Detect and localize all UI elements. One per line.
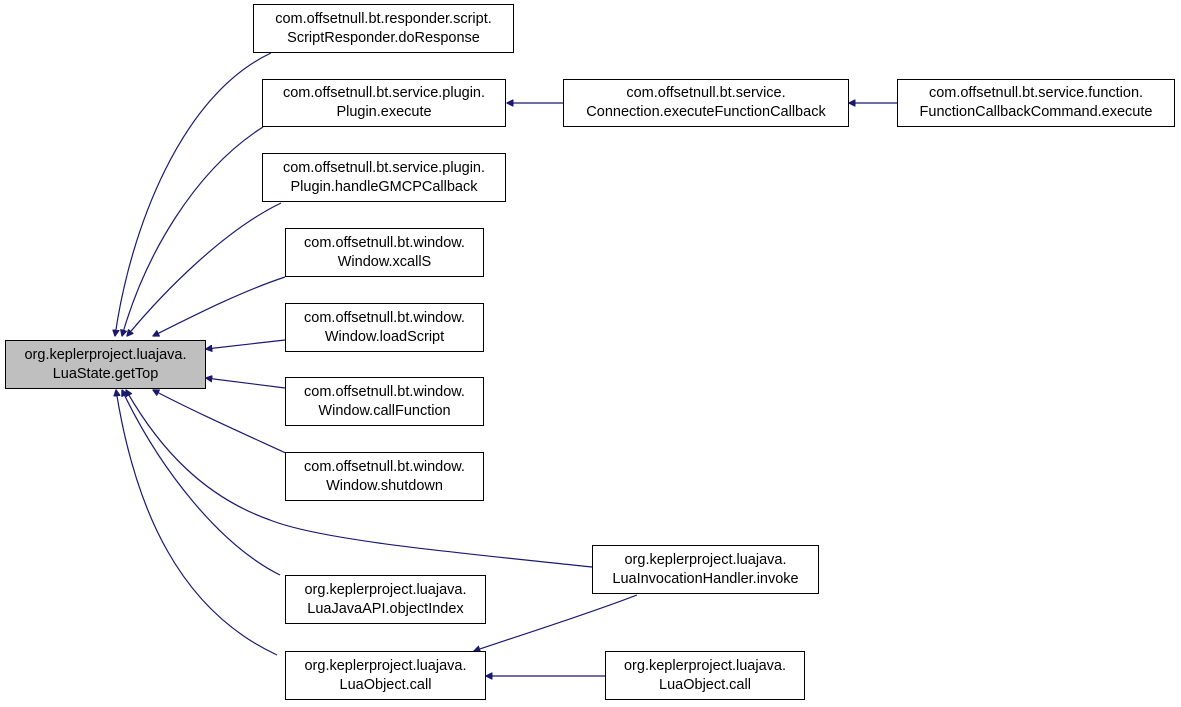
node-plugin-execute[interactable]: com.offsetnull.bt.service.plugin. Plugin…: [262, 79, 506, 127]
node-window-loadscript-line2: Window.loadScript: [324, 328, 445, 345]
node-functioncallbackcommand-execute-line2: FunctionCallbackCommand.execute: [919, 104, 1153, 120]
node-window-shutdown[interactable]: com.offsetnull.bt.window. Window.shutdow…: [285, 452, 484, 501]
node-luaobject-call-caller-line1: org.keplerproject.luajava.: [623, 657, 786, 674]
node-plugin-execute-line2: Plugin.execute: [336, 104, 432, 120]
edge-objectindex-to-root: [122, 390, 281, 576]
edge-window-shutdown-to-root: [153, 390, 291, 456]
edge-script-responder-to-root: [115, 52, 272, 336]
node-window-callfunction-line2: Window.callFunction: [318, 402, 451, 419]
node-connection-executefunctioncallback-line1: com.offsetnull.bt.service.: [626, 85, 786, 101]
node-functioncallbackcommand-execute[interactable]: com.offsetnull.bt.service.function. Func…: [897, 79, 1175, 127]
node-luaobject-call-caller-line2: LuaObject.call: [659, 676, 751, 693]
node-luaobject-call[interactable]: org.keplerproject.luajava. LuaObject.cal…: [285, 651, 486, 700]
node-window-callfunction[interactable]: com.offsetnull.bt.window. Window.callFun…: [285, 377, 484, 426]
node-luaobject-call-caller[interactable]: org.keplerproject.luajava. LuaObject.cal…: [605, 651, 805, 700]
node-luastate-gettop-line2: LuaState.getTop: [52, 365, 159, 382]
node-connection-executefunctioncallback-line2: Connection.executeFunctionCallback: [586, 104, 826, 120]
node-functioncallbackcommand-execute-line1: com.offsetnull.bt.service.function.: [928, 85, 1144, 101]
node-luaobject-call-line2: LuaObject.call: [339, 676, 432, 693]
edge-invocation-handler-to-luaobject-call: [474, 594, 638, 651]
node-connection-executefunctioncallback[interactable]: com.offsetnull.bt.service. Connection.ex…: [563, 79, 849, 127]
node-window-shutdown-line1: com.offsetnull.bt.window.: [304, 458, 465, 475]
node-plugin-execute-line1: com.offsetnull.bt.service.plugin.: [282, 85, 486, 101]
edge-window-loadscript-to-root: [206, 339, 286, 349]
node-luainvocationhandler-invoke[interactable]: org.keplerproject.luajava. LuaInvocation…: [592, 545, 819, 594]
node-window-callfunction-line1: com.offsetnull.bt.window.: [304, 383, 465, 400]
node-window-xcalls-line2: Window.xcallS: [337, 253, 432, 270]
node-window-loadscript[interactable]: com.offsetnull.bt.window. Window.loadScr…: [285, 303, 484, 352]
node-scriptresponder-doresponse-line1: com.offsetnull.bt.responder.script.: [275, 10, 492, 27]
edge-luaobject-call-to-root: [116, 390, 278, 656]
node-luainvocationhandler-invoke-line2: LuaInvocationHandler.invoke: [612, 570, 799, 587]
node-plugin-handlegmcpcallback[interactable]: com.offsetnull.bt.service.plugin. Plugin…: [262, 153, 506, 202]
node-scriptresponder-doresponse-line2: ScriptResponder.doResponse: [287, 29, 480, 46]
edge-window-xcalls-to-root: [153, 276, 286, 336]
node-window-shutdown-line2: Window.shutdown: [326, 477, 443, 494]
node-luastate-gettop[interactable]: org.keplerproject.luajava. LuaState.getT…: [5, 340, 206, 389]
edge-invocation-handler-to-root: [126, 390, 593, 568]
node-luainvocationhandler-invoke-line1: org.keplerproject.luajava.: [624, 551, 787, 568]
node-window-loadscript-line1: com.offsetnull.bt.window.: [304, 309, 465, 326]
node-scriptresponder-doresponse[interactable]: com.offsetnull.bt.responder.script. Scri…: [253, 4, 514, 53]
node-luajavaapi-objectindex-line1: org.keplerproject.luajava.: [304, 581, 467, 598]
node-plugin-handlegmcpcallback-line1: com.offsetnull.bt.service.plugin.: [282, 159, 486, 176]
edge-window-callfunction-to-root: [206, 378, 286, 389]
node-window-xcalls[interactable]: com.offsetnull.bt.window. Window.xcallS: [285, 228, 484, 277]
node-plugin-handlegmcpcallback-line2: Plugin.handleGMCPCallback: [290, 178, 478, 195]
node-luaobject-call-line1: org.keplerproject.luajava.: [304, 657, 467, 674]
edge-plugin-execute-to-root: [122, 126, 264, 336]
node-luastate-gettop-line1: org.keplerproject.luajava.: [24, 346, 187, 363]
node-luajavaapi-objectindex-line2: LuaJavaAPI.objectIndex: [307, 600, 464, 617]
node-luajavaapi-objectindex[interactable]: org.keplerproject.luajava. LuaJavaAPI.ob…: [285, 575, 486, 624]
node-window-xcalls-line1: com.offsetnull.bt.window.: [304, 234, 465, 251]
edge-plugin-gmcp-to-root: [127, 202, 282, 336]
